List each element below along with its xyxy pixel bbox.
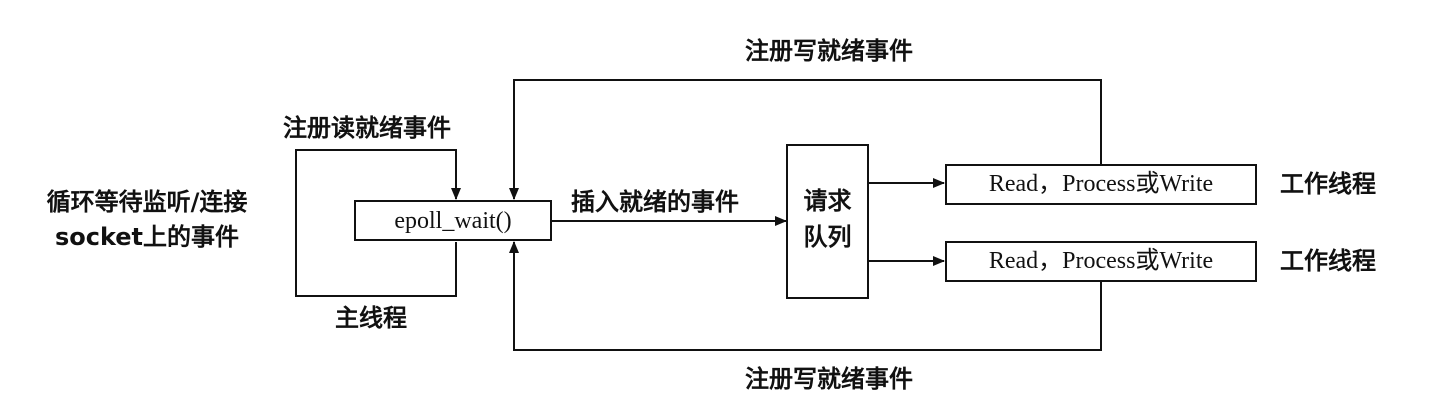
worker-task-box-2 [945,241,1257,282]
register-write-top-label: 注册写就绪事件 [745,37,913,65]
register-read-label: 注册读就绪事件 [283,114,451,142]
worker-task-label-2: Read，Process或Write [988,248,1214,274]
request-queue-label-line1: 请求 [803,187,852,215]
worker-thread-label-1: 工作线程 [1280,170,1376,198]
register-write-top-arrow [509,79,1102,200]
register-write-bottom-label: 注册写就绪事件 [745,365,913,393]
insert-ready-label: 插入就绪的事件 [571,188,739,216]
main-thread-label: 主线程 [335,304,407,332]
loop-wait-label-line1: 循环等待监听/连接 [46,188,248,216]
request-queue-box [786,144,869,299]
worker-task-label-1: Read，Process或Write [988,171,1214,197]
epoll-wait-label: epoll_wait() [394,208,512,234]
worker-thread-label-2: 工作线程 [1280,247,1376,275]
main-thread-loop [295,149,461,297]
request-queue-label-line2: 队列 [803,223,852,251]
loop-wait-label-line2: socket上的事件 [54,223,240,251]
register-write-bottom-arrow [509,241,1102,351]
